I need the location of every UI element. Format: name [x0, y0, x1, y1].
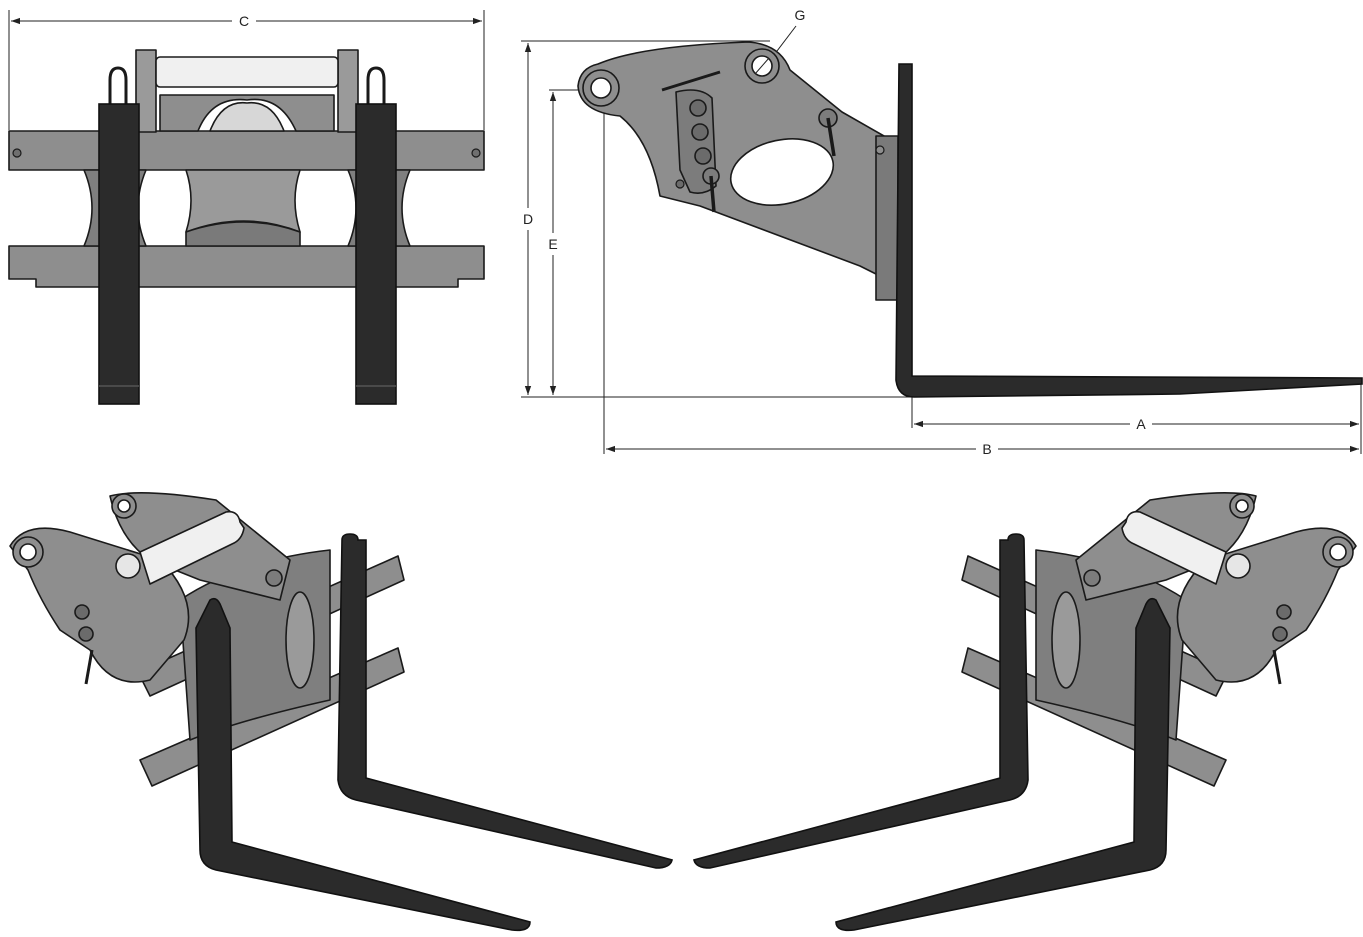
front-roller — [155, 56, 339, 88]
dimension-a: A — [914, 416, 1359, 432]
dimension-e: E — [548, 92, 558, 395]
front-fork-right — [355, 103, 397, 405]
isometric-right-view — [693, 492, 1357, 932]
side-view: D E A B G — [521, 7, 1363, 457]
dimension-b: B — [606, 441, 1359, 457]
front-view: C — [8, 10, 485, 405]
iso-left-fork-front — [195, 597, 531, 932]
dimension-d-label: D — [523, 211, 533, 227]
dimension-e-label: E — [548, 236, 557, 252]
iso-left-roller — [139, 510, 245, 585]
dimension-d: D — [523, 43, 533, 395]
dimension-g-label: G — [795, 7, 806, 23]
front-top-bar — [8, 130, 485, 171]
iso-right-fork-front — [835, 597, 1171, 932]
dimension-a-label: A — [1136, 416, 1146, 432]
dimension-c-label: C — [239, 13, 249, 29]
iso-right-roller — [1121, 510, 1227, 585]
iso-right-fork-rear — [693, 533, 1029, 869]
dimension-b-label: B — [982, 441, 991, 457]
front-bottom-bar — [8, 245, 485, 288]
isometric-left-view — [9, 492, 673, 932]
side-fork — [895, 63, 1363, 398]
dimension-c: C — [8, 10, 485, 130]
front-fork-left — [98, 103, 140, 405]
side-mounting-plate — [577, 41, 885, 279]
iso-left-fork-rear — [337, 533, 673, 869]
